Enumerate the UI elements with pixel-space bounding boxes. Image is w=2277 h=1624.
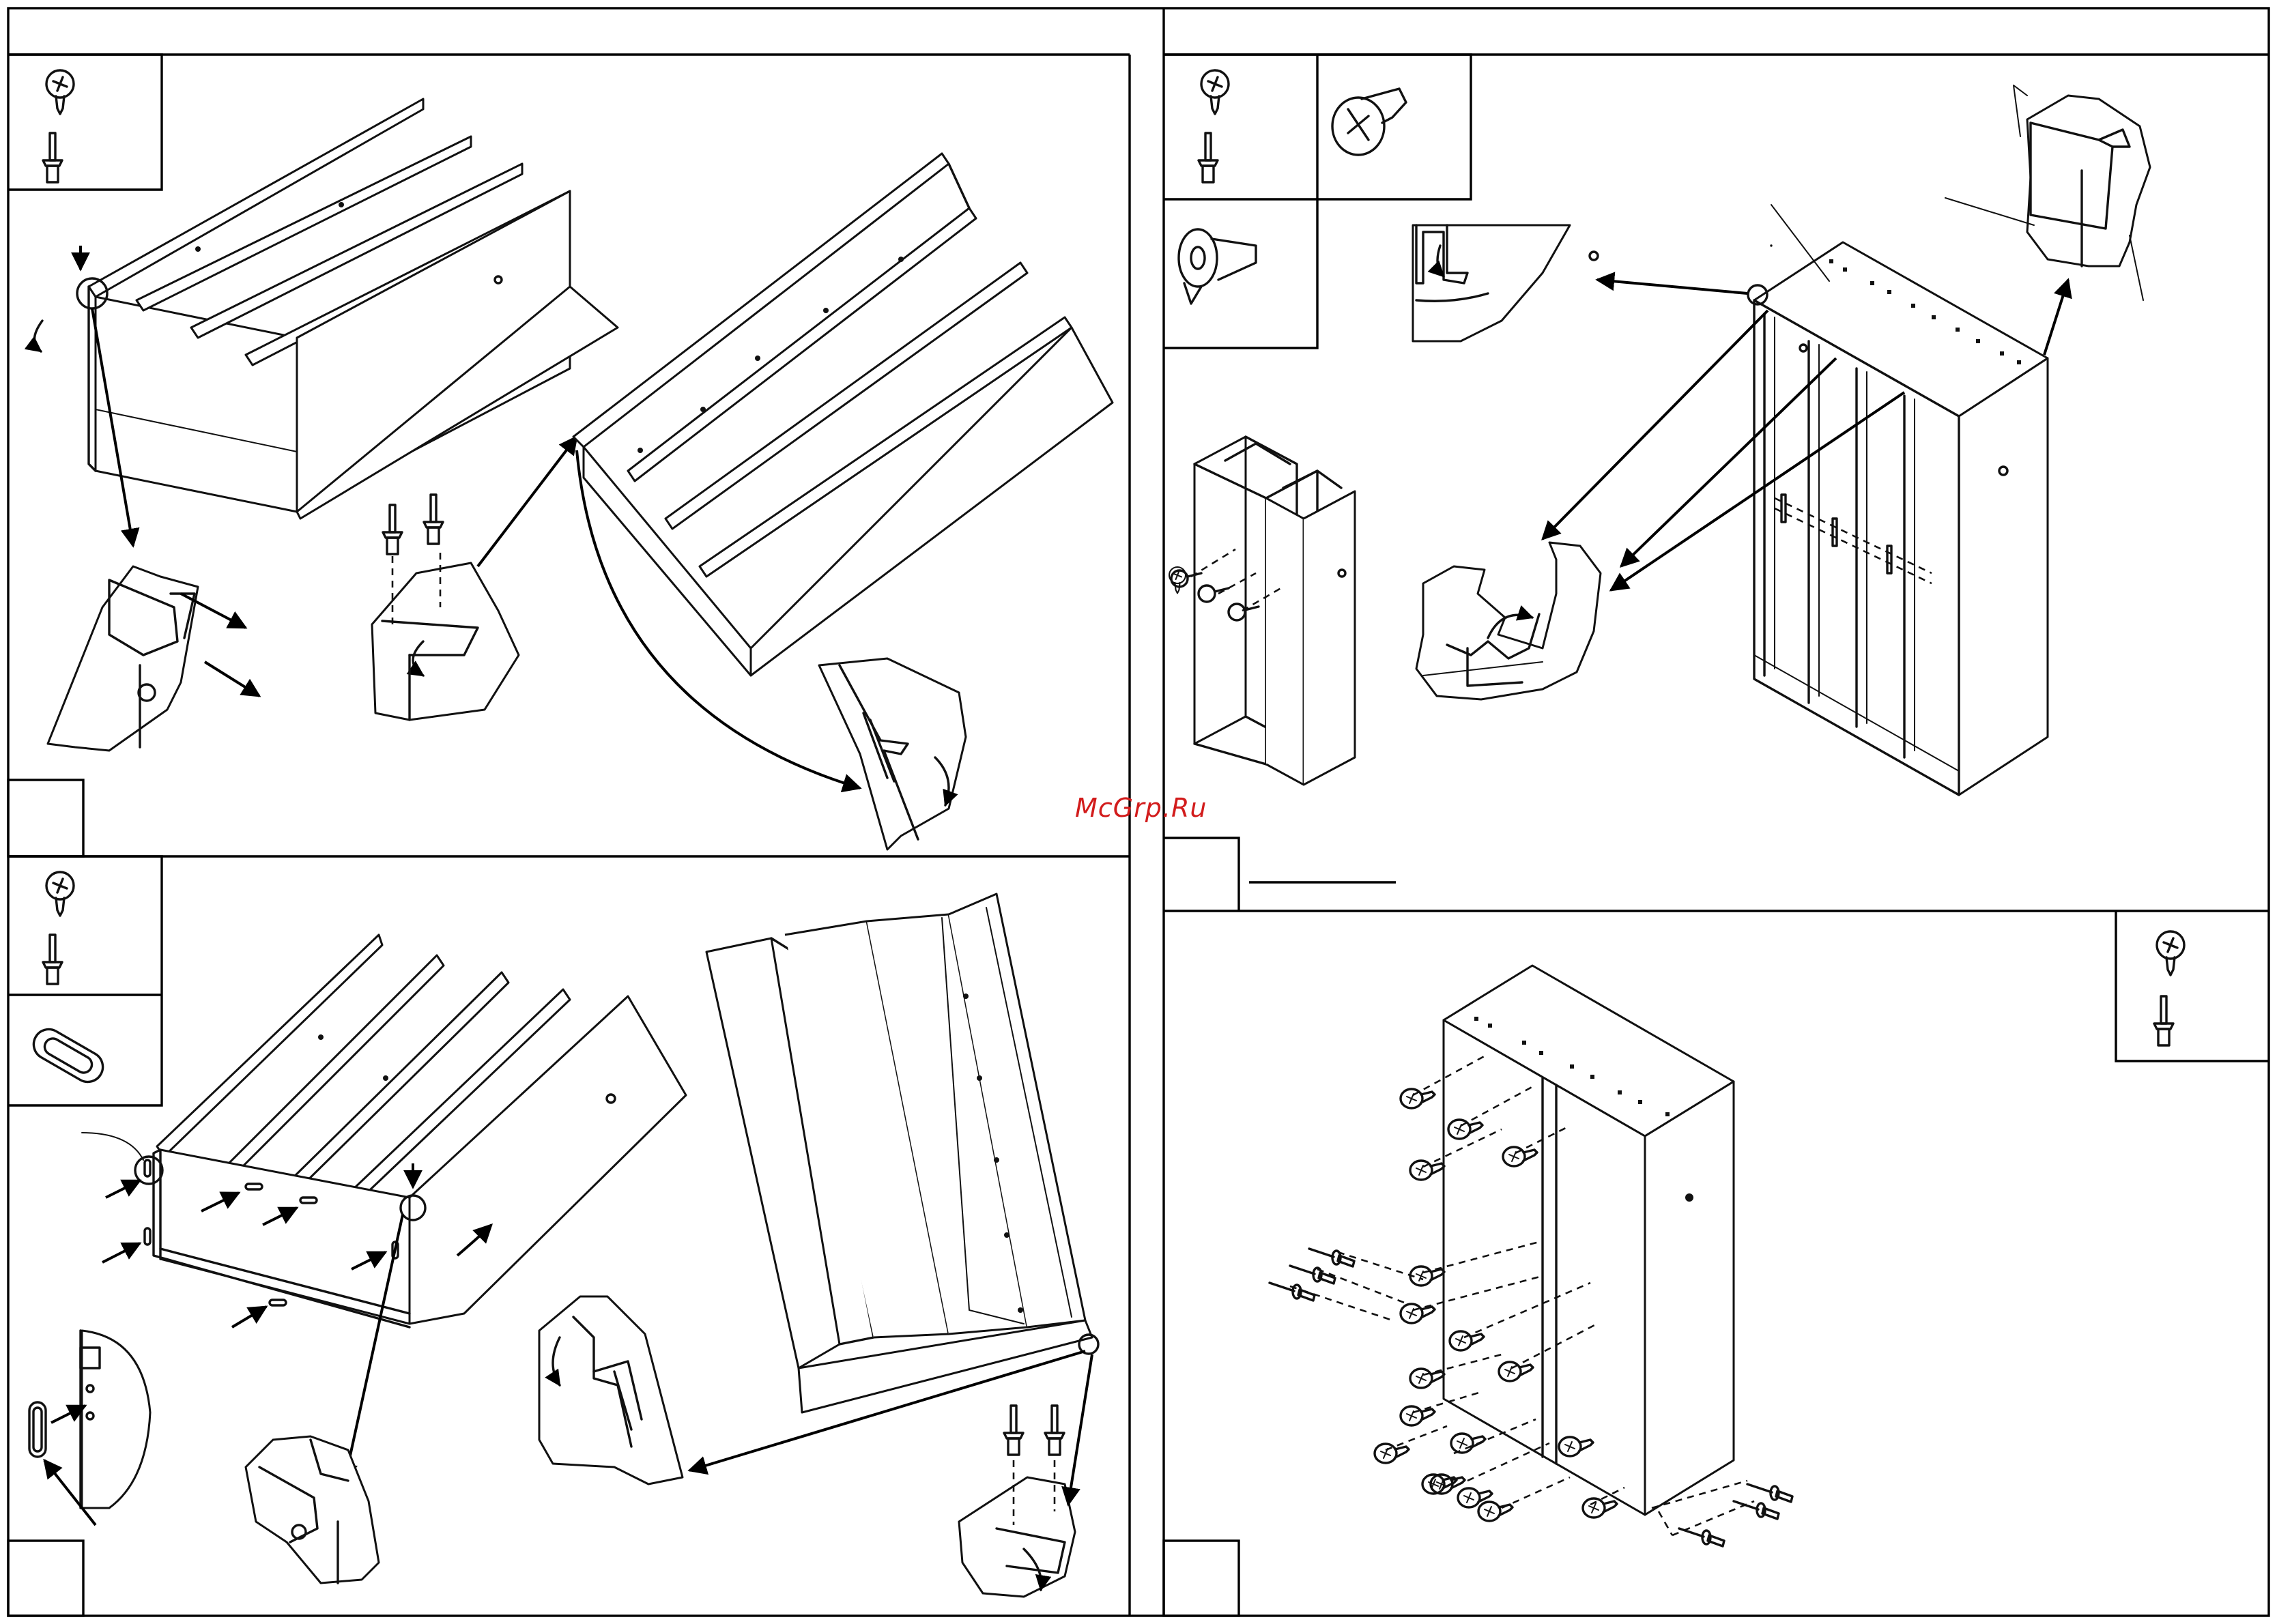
screw-icon: [2157, 931, 2184, 975]
step-number-box: [8, 780, 83, 856]
assembly-step-bottom-left: [8, 856, 1098, 1616]
cabinet-frame: [1754, 242, 2048, 795]
side-panel-assembly: [1169, 437, 1355, 785]
screw-icon: [1201, 70, 1229, 114]
rivet-icon-detail: [1045, 1406, 1064, 1455]
rivet-icon-detail: [1004, 1406, 1023, 1455]
screw-icon: [46, 872, 74, 916]
rivet-icon: [2154, 996, 2173, 1045]
assembly-step-bottom-right: [1164, 911, 2269, 1616]
frame-assembly-long: [706, 894, 1098, 1412]
bolt-icon: [1332, 89, 1406, 155]
bracket-detail: [1416, 542, 1601, 699]
step-number-box: [1164, 838, 1396, 911]
corner-detail-5: [246, 1436, 379, 1583]
step-number-box: [1164, 1541, 1239, 1616]
assembly-step-top-right: [1164, 55, 2150, 911]
watermark-text: McGrp.Ru: [1075, 793, 1207, 823]
cabinet-assembled: [1444, 966, 1734, 1515]
assembly-step-top-left: [8, 55, 1113, 856]
frame-assembly-right: [573, 154, 1113, 676]
rivet-icon-detail: [424, 495, 443, 544]
corner-detail-6: [959, 1460, 1075, 1597]
joint-detail-2: [539, 1296, 683, 1484]
parts-legend-box: [8, 856, 162, 1105]
frame-assembly-bottom: [82, 935, 686, 1327]
step-number-box: [8, 1541, 83, 1616]
corner-detail-1: [48, 566, 259, 751]
corner-detail-3: [1413, 225, 1598, 341]
joint-detail-1: [819, 658, 966, 850]
connector-bracket-icon: [1179, 229, 1256, 304]
rivet-icon: [43, 935, 62, 984]
parts-legend-box: [8, 55, 162, 190]
rivet-icon: [43, 133, 62, 182]
corner-detail-2: [372, 553, 519, 720]
rivet-icon: [1199, 133, 1218, 182]
slot-detail: [29, 1331, 150, 1525]
screw-icon: [46, 70, 74, 114]
parts-legend-box: [2116, 911, 2269, 1061]
slot-plug-icon: [28, 1024, 108, 1087]
rivet-icon-detail: [383, 505, 402, 554]
corner-detail-4: [1945, 85, 2150, 300]
frame-assembly-left: [34, 99, 618, 519]
